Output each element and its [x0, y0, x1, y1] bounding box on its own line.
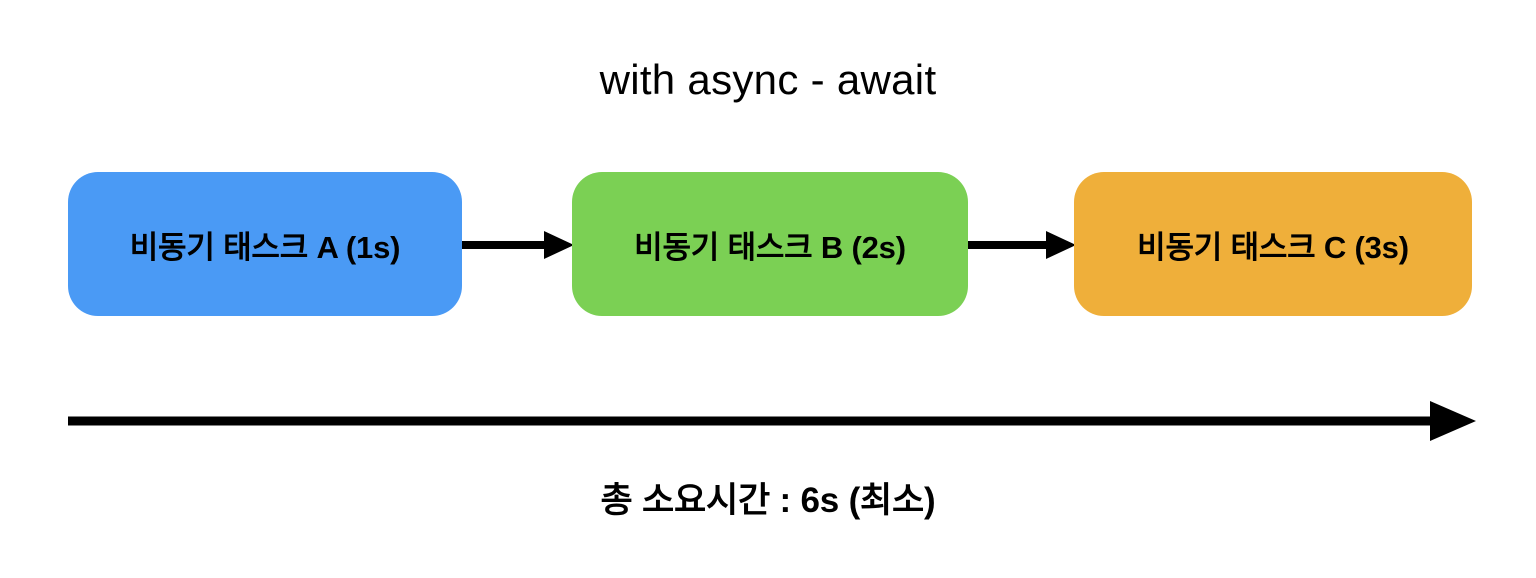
task-box-b: 비동기 태스크 B (2s)	[572, 172, 968, 316]
task-box-c-label: 비동기 태스크 C (3s)	[1137, 229, 1409, 265]
timeline-axis-arrow	[66, 398, 1476, 444]
page-title: with async - await	[599, 56, 937, 103]
total-duration-caption: 총 소요시간 : 6s (최소)	[600, 481, 936, 520]
arrow-task-b-to-task-c	[968, 228, 1076, 262]
task-box-b-label: 비동기 태스크 B (2s)	[634, 229, 906, 265]
arrow-task-a-to-task-b	[462, 228, 574, 262]
task-box-c: 비동기 태스크 C (3s)	[1074, 172, 1472, 316]
task-box-a: 비동기 태스크 A (1s)	[68, 172, 462, 316]
task-box-a-label: 비동기 태스크 A (1s)	[129, 229, 401, 265]
